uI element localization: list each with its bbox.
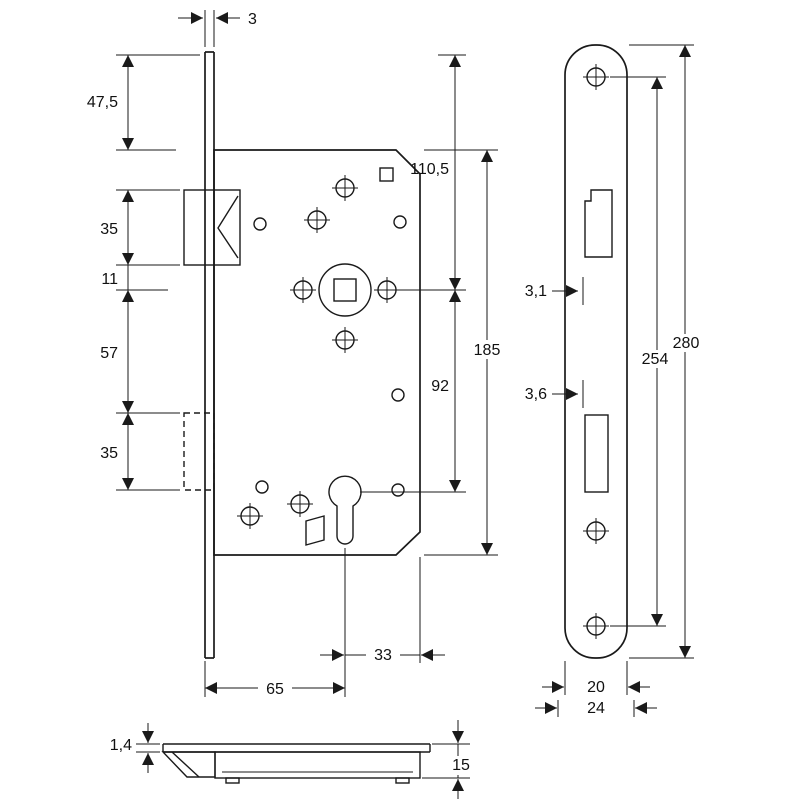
dim-screw-spacing-label: 254 bbox=[642, 351, 669, 368]
rivet-holes bbox=[253, 215, 407, 497]
dim-faceplate-width-outer-label: 24 bbox=[587, 700, 605, 717]
spring-clip bbox=[305, 515, 325, 546]
dim-deadbolt-height-label: 35 bbox=[100, 445, 118, 462]
dim-case-height-label: 185 bbox=[474, 342, 501, 359]
dim-top-to-case-label: 47,5 bbox=[87, 94, 118, 111]
dim-case-depth-label: 15 bbox=[452, 757, 470, 774]
dim-faceplate-width-label: 20 bbox=[587, 679, 605, 696]
faceplate-front-view bbox=[564, 44, 628, 659]
screw-hole bbox=[236, 502, 264, 530]
dim-follower-to-deadbolt-label: 57 bbox=[100, 345, 118, 362]
deadbolt bbox=[183, 412, 215, 491]
dimension-lines-side bbox=[136, 720, 470, 799]
case-foot bbox=[395, 777, 410, 784]
screw-hole bbox=[331, 326, 359, 354]
latch-side-wedge bbox=[161, 751, 216, 778]
dim-follower-to-cylinder-label: 92 bbox=[431, 378, 449, 395]
dimension-lines-faceplate bbox=[535, 44, 694, 717]
dim-faceplate-thickness-label: 3 bbox=[248, 11, 257, 28]
latch-bolt bbox=[183, 189, 241, 266]
screw-hole bbox=[582, 612, 610, 640]
faceplate-outline bbox=[564, 44, 628, 659]
latch-cutout bbox=[584, 189, 613, 258]
screw-hole bbox=[286, 490, 314, 518]
dim-cylinder-axis-to-edge-label: 33 bbox=[374, 647, 392, 664]
lock-case-outline bbox=[213, 149, 421, 556]
dimension-labels: 3 47,5 35 11 57 35 110,5 92 185 33 65 3,… bbox=[87, 11, 700, 774]
case-side bbox=[214, 751, 421, 779]
main-view bbox=[183, 51, 421, 659]
label-masks bbox=[258, 334, 707, 775]
euro-cylinder-hole bbox=[328, 475, 362, 545]
follower-hub bbox=[318, 263, 372, 317]
dim-plate-thickness-side-label: 1,4 bbox=[110, 737, 132, 754]
dim-faceplate-length-label: 280 bbox=[673, 335, 700, 352]
deadbolt-cutout bbox=[584, 414, 609, 493]
screw-hole bbox=[582, 517, 610, 545]
screw-hole bbox=[303, 206, 331, 234]
faceplate-strip bbox=[162, 743, 431, 753]
dim-plate-offset-bottom-label: 3,6 bbox=[525, 386, 547, 403]
screw-hole bbox=[289, 276, 317, 304]
square-hole bbox=[379, 167, 394, 182]
dim-latch-to-follower-label: 11 bbox=[101, 271, 118, 288]
dim-plate-offset-top-label: 3,1 bbox=[525, 283, 547, 300]
faceplate-edge bbox=[204, 51, 215, 659]
side-view bbox=[161, 743, 431, 784]
dim-top-to-follower-axis-label: 110,5 bbox=[410, 161, 449, 178]
screw-hole bbox=[331, 174, 359, 202]
case-foot bbox=[225, 777, 240, 784]
dim-backset-label: 65 bbox=[266, 681, 284, 698]
screw-hole bbox=[582, 63, 610, 91]
dimension-lines-main bbox=[116, 10, 498, 697]
dim-latch-height-label: 35 bbox=[100, 221, 118, 238]
